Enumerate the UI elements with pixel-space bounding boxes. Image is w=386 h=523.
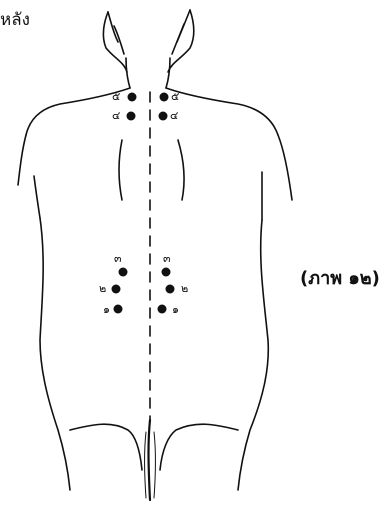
point-label-1-right: ๑ [172, 303, 179, 316]
neck-right [166, 58, 170, 88]
point-label-1-left: ๑ [103, 303, 110, 316]
buttock-right [160, 424, 238, 470]
right-arm-outer [278, 135, 292, 200]
left-hand [103, 12, 127, 72]
point-label-4-left: ๔ [112, 109, 120, 122]
torso-right [238, 220, 268, 490]
point-label-2-left: ๒ [99, 282, 106, 295]
point-label-3-left: ๓ [114, 252, 122, 265]
gluteal-cleft [149, 420, 151, 500]
left-arm-outer [18, 135, 26, 185]
right-scapula [178, 140, 184, 200]
buttock-left [70, 424, 142, 470]
point-label-5-left: ๕ [112, 90, 120, 103]
right-shoulder [166, 88, 278, 135]
left-scapula [119, 140, 122, 200]
left-arm-inner [34, 176, 40, 218]
point-label-2-right: ๒ [181, 282, 188, 295]
point-label-3-right: ๓ [163, 252, 171, 265]
neck-left [126, 58, 130, 88]
point-label-5-right: ๕ [171, 90, 179, 103]
torso-left [40, 218, 70, 490]
right-hand [168, 10, 194, 72]
point-label-4-right: ๔ [170, 109, 178, 122]
